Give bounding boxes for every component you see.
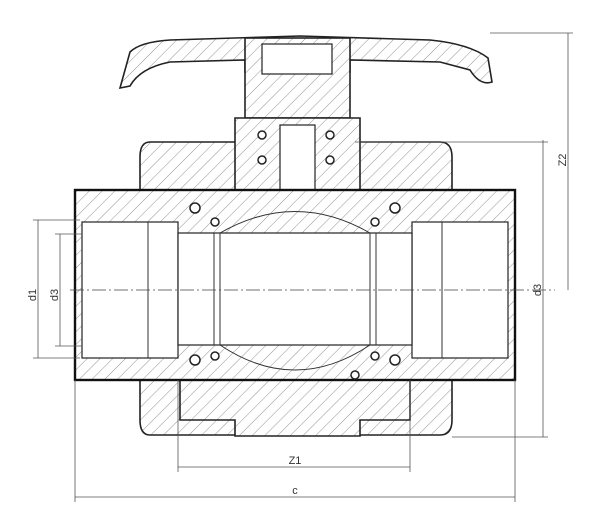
dim-label-z1: Z1 xyxy=(289,455,302,467)
dim-label-d1: d1 xyxy=(27,289,39,301)
o-rings xyxy=(189,130,401,380)
dim-label-d3-right: d3 xyxy=(532,284,544,296)
hub-recess xyxy=(261,43,333,75)
dim-label-d3-left: d3 xyxy=(49,289,61,301)
ball-bore xyxy=(177,232,413,346)
dim-label-z2: Z2 xyxy=(557,154,569,167)
dimension-lines xyxy=(33,32,573,502)
dim-label-c: c xyxy=(292,485,298,497)
